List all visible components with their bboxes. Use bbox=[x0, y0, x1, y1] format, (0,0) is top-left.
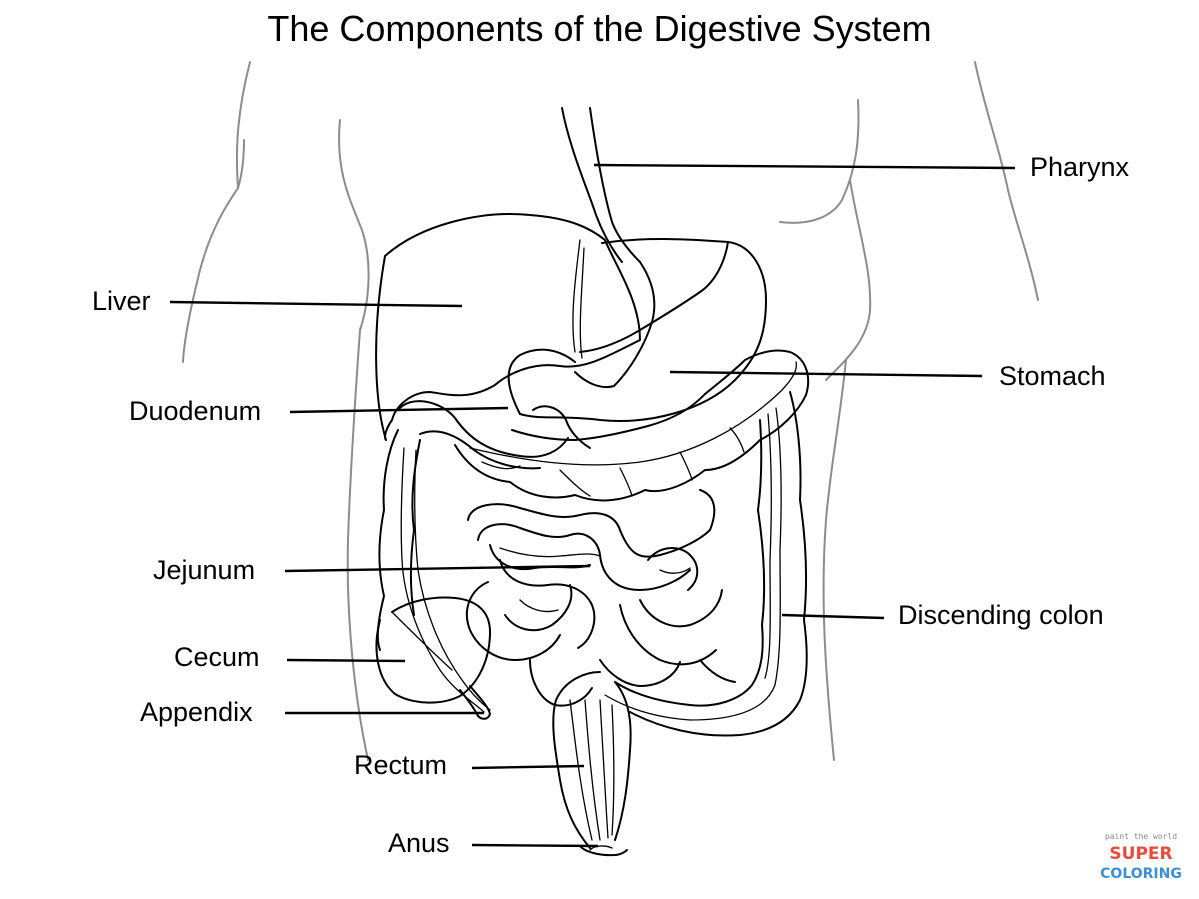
leader-rectum bbox=[471, 764, 585, 770]
logo-tagline: paint the world bbox=[1105, 832, 1177, 841]
leader-cecum bbox=[286, 658, 406, 663]
leader-descending-colon bbox=[781, 613, 885, 620]
rectum bbox=[552, 671, 632, 849]
label-cecum: Cecum bbox=[174, 642, 260, 672]
diagram-title: The Components of the Digestive System bbox=[267, 8, 932, 49]
ascending-colon bbox=[376, 429, 491, 713]
supercoloring-logo: paint the world SUPER COLORING bbox=[1100, 832, 1182, 882]
transverse-colon bbox=[454, 349, 810, 502]
jejunum bbox=[465, 489, 736, 707]
descending-colon bbox=[604, 391, 808, 737]
label-anus: Anus bbox=[388, 828, 450, 858]
label-appendix: Appendix bbox=[140, 697, 253, 727]
liver bbox=[375, 213, 641, 441]
anus bbox=[579, 845, 628, 857]
leader-lines bbox=[169, 163, 1016, 848]
esophagus bbox=[561, 107, 641, 263]
leader-pharynx bbox=[593, 163, 1016, 170]
leader-duodenum bbox=[289, 406, 509, 414]
appendix bbox=[459, 685, 491, 720]
torso-outline bbox=[182, 61, 1039, 761]
label-pharynx: Pharynx bbox=[1030, 152, 1130, 182]
label-rectum: Rectum bbox=[354, 750, 448, 780]
duodenum bbox=[397, 400, 591, 470]
cecum bbox=[375, 596, 491, 704]
label-stomach: Stomach bbox=[999, 361, 1106, 391]
logo-line1: SUPER bbox=[1109, 844, 1172, 864]
label-duodenum: Duodenum bbox=[129, 396, 262, 426]
label-liver: Liver bbox=[92, 286, 151, 316]
leader-stomach bbox=[669, 370, 983, 378]
stomach bbox=[507, 238, 767, 422]
label-descending-colon: Discending colon bbox=[898, 600, 1104, 630]
label-jejunum: Jejunum bbox=[153, 555, 256, 585]
leader-anus bbox=[471, 843, 599, 848]
logo-line2: COLORING bbox=[1100, 866, 1182, 882]
leader-jejunum bbox=[284, 564, 591, 573]
leader-liver bbox=[169, 300, 463, 308]
